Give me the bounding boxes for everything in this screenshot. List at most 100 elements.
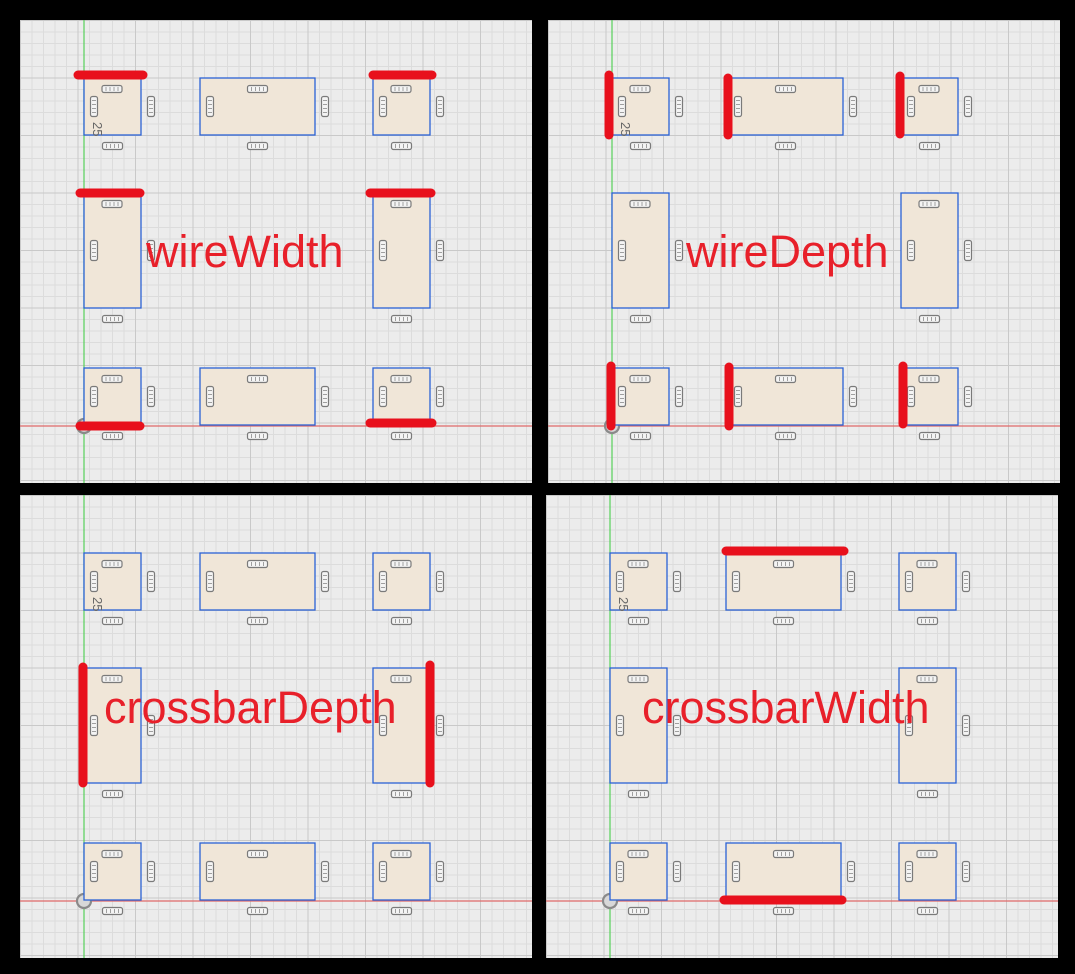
connector-icon [378,714,388,737]
connector-icon [846,860,856,883]
connector-icon [672,860,682,883]
connector-icon [378,570,388,593]
connector-icon [904,570,914,593]
connector-icon [629,84,651,94]
layout-box [199,367,316,426]
connector-icon [774,84,797,94]
connector-icon [390,141,413,151]
connector-icon [733,95,743,118]
connector-icon [146,239,156,262]
connector-icon [205,95,215,118]
connector-icon [627,616,650,626]
connector-icon [916,789,939,799]
connector-icon [772,559,795,569]
connector-icon [89,860,99,883]
connector-icon [246,559,269,569]
connector-icon [774,374,797,384]
connector-icon [918,84,940,94]
connector-icon [89,239,99,262]
connector-icon [390,84,412,94]
layout-box [199,77,316,136]
connector-icon [906,239,916,262]
connector-icon [961,860,971,883]
connector-icon [674,95,684,118]
panel-wire-depth: 25 wireDepth [548,20,1060,483]
connector-icon [435,714,445,737]
connector-icon [101,431,124,441]
connector-icon [629,199,651,209]
connector-icon [101,906,124,916]
connector-icon [848,95,858,118]
connector-icon [246,374,269,384]
connector-icon [916,559,938,569]
connector-icon [904,714,914,737]
connector-icon [378,860,388,883]
connector-icon [101,616,124,626]
connector-icon [918,431,941,441]
connector-icon [916,616,939,626]
connector-icon [246,84,269,94]
connector-icon [731,570,741,593]
connector-icon [101,314,124,324]
connector-icon [146,95,156,118]
panel-label: crossbarDepth [104,682,397,733]
connector-icon [101,141,124,151]
connector-icon [390,616,413,626]
connector-icon [378,95,388,118]
dimension-label: 25 [618,122,633,136]
connector-icon [906,385,916,408]
connector-icon [918,199,940,209]
connector-icon [246,431,269,441]
connector-icon [918,374,940,384]
connector-icon [629,141,652,151]
connector-icon [617,385,627,408]
connector-icon [627,559,649,569]
connector-icon [205,385,215,408]
connector-icon [435,570,445,593]
connector-icon [627,674,649,684]
connector-icon [774,431,797,441]
connector-icon [674,239,684,262]
connector-icon [390,789,413,799]
connector-icon [627,789,650,799]
connector-icon [435,860,445,883]
connector-icon [378,385,388,408]
connector-icon [101,199,123,209]
connector-icon [101,374,123,384]
connector-icon [918,314,941,324]
connector-icon [89,385,99,408]
panel-drawing: 25 [20,495,532,958]
connector-icon [963,385,973,408]
connector-icon [772,616,795,626]
connector-icon [390,674,412,684]
panel-wire-width: 25 wireWidth [20,20,532,483]
connector-icon [205,570,215,593]
connector-icon [101,559,123,569]
connector-icon [101,789,124,799]
connector-icon [89,714,99,737]
connector-icon [916,906,939,916]
connector-icon [390,906,413,916]
connector-icon [435,95,445,118]
connector-icon [731,860,741,883]
connector-icon [629,374,651,384]
panel-drawing: 25 [20,20,532,483]
panel-label: wireDepth [686,226,889,277]
connector-icon [963,239,973,262]
panel-label: wireWidth [146,226,344,277]
connector-icon [617,239,627,262]
panel-drawing: 25 [548,20,1060,483]
connector-icon [320,385,330,408]
connector-icon [772,849,795,859]
connector-icon [627,849,649,859]
connector-icon [629,431,652,441]
connector-icon [390,559,412,569]
dimension-label: 25 [90,122,105,136]
connector-icon [390,431,413,441]
connector-icon [904,860,914,883]
connector-icon [848,385,858,408]
connector-icon [378,239,388,262]
connector-icon [101,84,123,94]
panel-drawing: 25 [546,495,1058,958]
connector-icon [672,714,682,737]
